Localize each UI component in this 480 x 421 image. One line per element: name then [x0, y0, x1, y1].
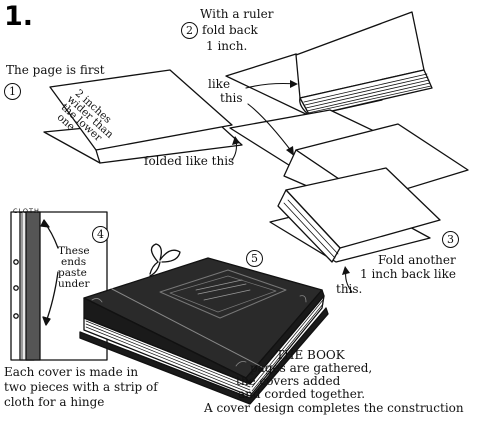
step2-line-3: 1 inch.: [206, 39, 248, 53]
step4-caption-1: Each cover is made in: [4, 365, 139, 379]
step3-folded-page: [269, 167, 441, 263]
step3-line-2: 1 inch back like: [360, 267, 456, 281]
step4-caption-3: cloth for a hinge: [4, 395, 105, 409]
step1-caption: folded like this: [144, 154, 235, 168]
step4-note-1: These: [58, 245, 90, 257]
step4-note-2: ends: [61, 256, 87, 268]
step2-pointer-2: this: [220, 91, 243, 105]
step2-number: 2: [181, 22, 198, 39]
step1-text: The page is first: [6, 63, 105, 77]
step1-folded-page: [43, 69, 243, 164]
step1-number: 1: [4, 83, 21, 100]
step5-caption-2: pages are gathered,: [250, 361, 373, 375]
step4-caption-2: two pieces with a strip of: [4, 380, 158, 394]
step3-line-3: this.: [336, 282, 363, 296]
figure-number: 1.: [4, 1, 34, 32]
step3-line-1: Fold another: [378, 253, 456, 267]
step4-note-4: under: [58, 278, 90, 290]
step5-caption-3: the covers added: [236, 374, 341, 388]
step2-line-1: With a ruler: [200, 7, 274, 21]
step5-caption-4: and corded together.: [238, 387, 366, 401]
step5-caption-5: A cover design completes the constructio…: [204, 401, 464, 415]
step2-folded-page: [225, 11, 433, 117]
step4-number: 4: [92, 226, 109, 243]
cloth-label: CLOTH: [13, 207, 40, 215]
step4-cover-piece: [10, 211, 108, 361]
step3-number: 3: [442, 231, 459, 248]
step2-line-2: fold back: [202, 23, 258, 37]
step5-book: [79, 243, 329, 405]
step5-number: 5: [246, 250, 263, 267]
step4-note-3: paste: [58, 267, 87, 279]
step5-caption-1: THE BOOK: [276, 348, 345, 362]
step2-pointer-1: like: [208, 77, 231, 91]
